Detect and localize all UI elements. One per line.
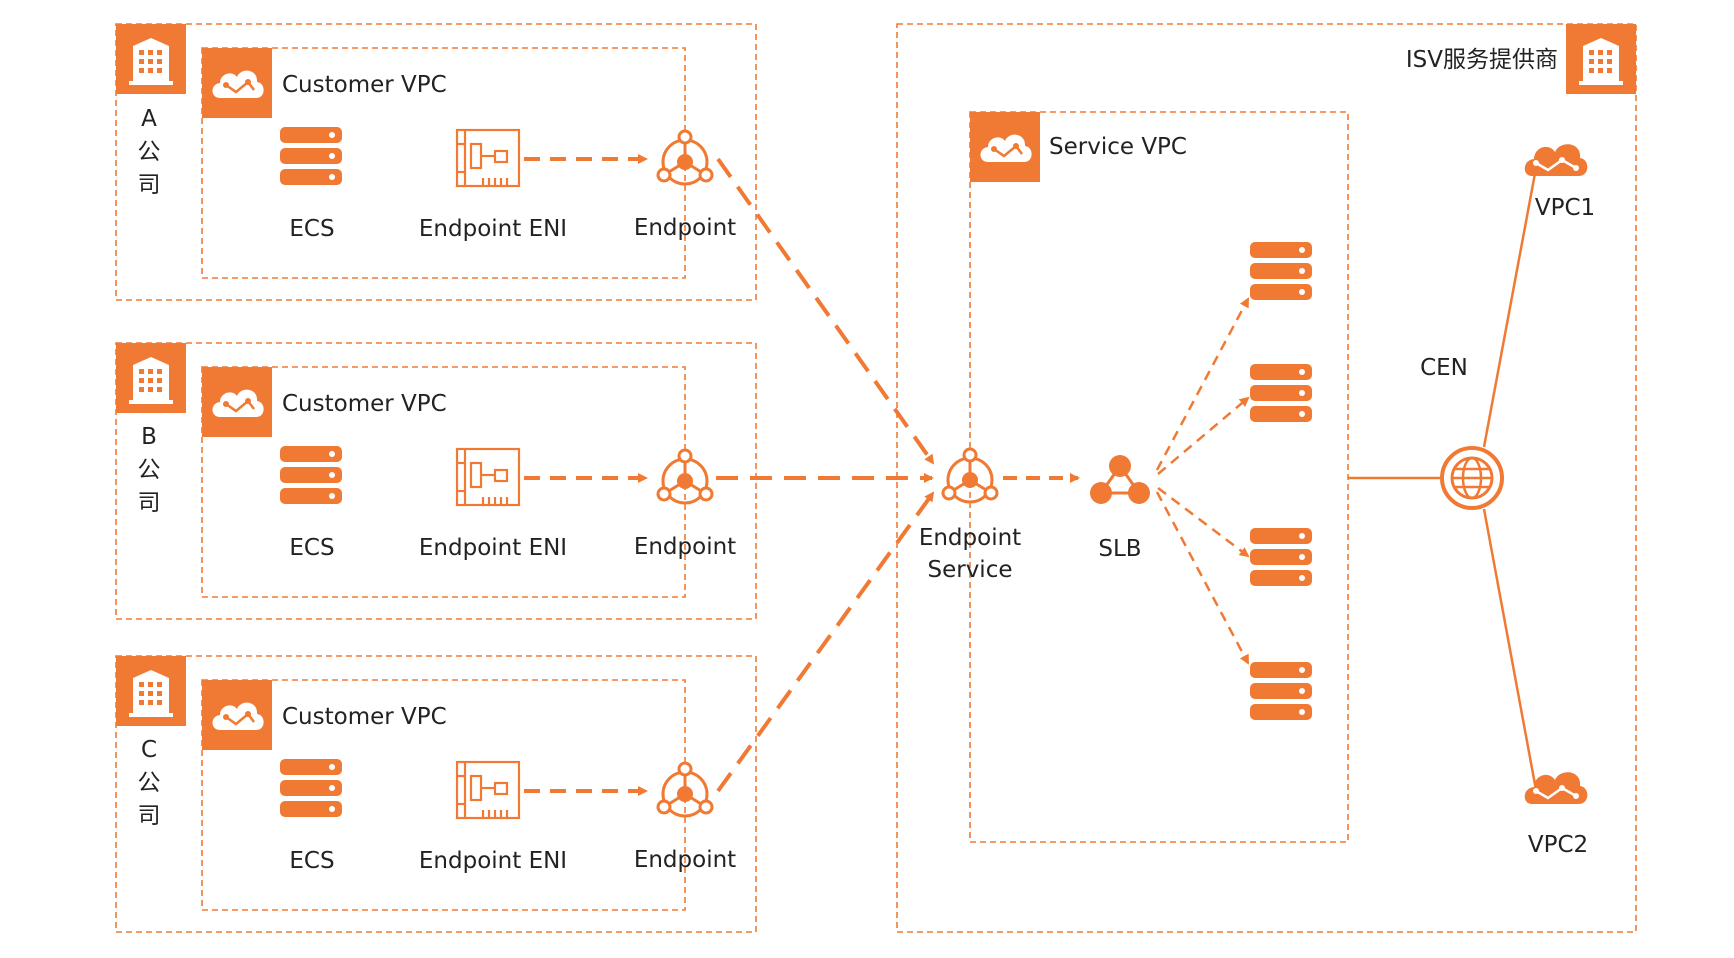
cen-label: CEN	[1420, 355, 1468, 381]
customer-vpc-c-label: Customer VPC	[282, 704, 447, 730]
backend-server-1-icon	[1250, 242, 1312, 300]
cen-to-vpc1-line	[1482, 167, 1538, 448]
cloud-vpc-icon	[200, 678, 274, 752]
building-icon	[116, 656, 186, 726]
network-card-icon	[455, 760, 521, 820]
slb-label: SLB	[1098, 536, 1141, 562]
customer-vpc-c-frame	[201, 679, 686, 911]
vpc1-label: VPC1	[1535, 195, 1595, 221]
customer-vpc-a-label: Customer VPC	[282, 72, 447, 98]
company-b-char2: 司	[138, 490, 161, 516]
cloud-vpc-icon	[200, 46, 274, 120]
company-c-char1: 公	[138, 770, 161, 796]
eni-c-label: Endpoint ENI	[419, 848, 567, 874]
eni-a-label: Endpoint ENI	[419, 216, 567, 242]
building-icon	[1566, 24, 1636, 94]
slb-to-server4-arrow	[1155, 491, 1250, 665]
endpoint-service-label-line1: Endpoint	[919, 525, 1021, 551]
company-a-group: A 公 司 Customer VPC ECS Endpoint ENI Endp…	[115, 23, 757, 301]
ecs-a-label: ECS	[289, 216, 334, 242]
endpoint-a-to-service-arrow	[716, 157, 935, 465]
customer-vpc-b-frame	[201, 366, 686, 598]
ecs-c-label: ECS	[289, 848, 334, 874]
service-vpc-label: Service VPC	[1049, 134, 1187, 160]
company-b-char1: 公	[138, 457, 161, 483]
load-balancer-icon	[1088, 453, 1152, 506]
cen-to-vpc2-line	[1482, 508, 1538, 791]
building-icon	[116, 24, 186, 94]
company-a-frame	[115, 23, 757, 301]
endpoint-a-label: Endpoint	[634, 215, 736, 241]
company-c-char2: 司	[138, 803, 161, 829]
endpoint-c-to-service-arrow	[716, 491, 935, 793]
endpoint-c-label: Endpoint	[634, 847, 736, 873]
eni-b-label: Endpoint ENI	[419, 535, 567, 561]
cloud-vpc-icon	[200, 365, 274, 439]
globe-icon	[1440, 446, 1504, 510]
company-c-group: C 公 司 Customer VPC ECS Endpoint ENI Endp…	[115, 655, 757, 933]
ecs-c-server-icon	[280, 759, 342, 817]
endpoint-connections	[716, 157, 935, 793]
ecs-b-label: ECS	[289, 535, 334, 561]
company-a-char1: 公	[138, 139, 161, 165]
isv-provider-title: ISV服务提供商	[1406, 47, 1558, 73]
isv-provider-group: ISV服务提供商 Service VPC Endpoint Service SL…	[896, 23, 1637, 933]
building-icon	[116, 343, 186, 413]
network-card-icon	[455, 128, 521, 188]
vpc1-cloud-icon	[1523, 143, 1589, 178]
company-b-letter: B	[141, 424, 157, 450]
network-card-icon	[455, 447, 521, 507]
backend-server-2-icon	[1250, 364, 1312, 422]
company-b-frame	[115, 342, 757, 620]
backend-server-3-icon	[1250, 528, 1312, 586]
ecs-a-server-icon	[280, 127, 342, 185]
customer-vpc-b-label: Customer VPC	[282, 391, 447, 417]
slb-to-server1-arrow	[1155, 297, 1250, 471]
endpoint-b-label: Endpoint	[634, 534, 736, 560]
customer-vpc-a-frame	[201, 47, 686, 279]
company-c-letter: C	[141, 737, 157, 763]
company-a-char2: 司	[138, 172, 161, 198]
slb-to-server2-arrow	[1157, 396, 1250, 475]
vpc2-label: VPC2	[1528, 832, 1588, 858]
slb-to-server3-arrow	[1157, 487, 1250, 558]
endpoint-service-label-line2: Service	[927, 557, 1012, 583]
company-a-letter: A	[141, 106, 157, 132]
backend-server-4-icon	[1250, 662, 1312, 720]
cloud-vpc-icon	[968, 110, 1042, 184]
company-b-group: B 公 司 Customer VPC ECS Endpoint ENI Endp…	[115, 342, 757, 620]
ecs-b-server-icon	[280, 446, 342, 504]
company-c-frame	[115, 655, 757, 933]
